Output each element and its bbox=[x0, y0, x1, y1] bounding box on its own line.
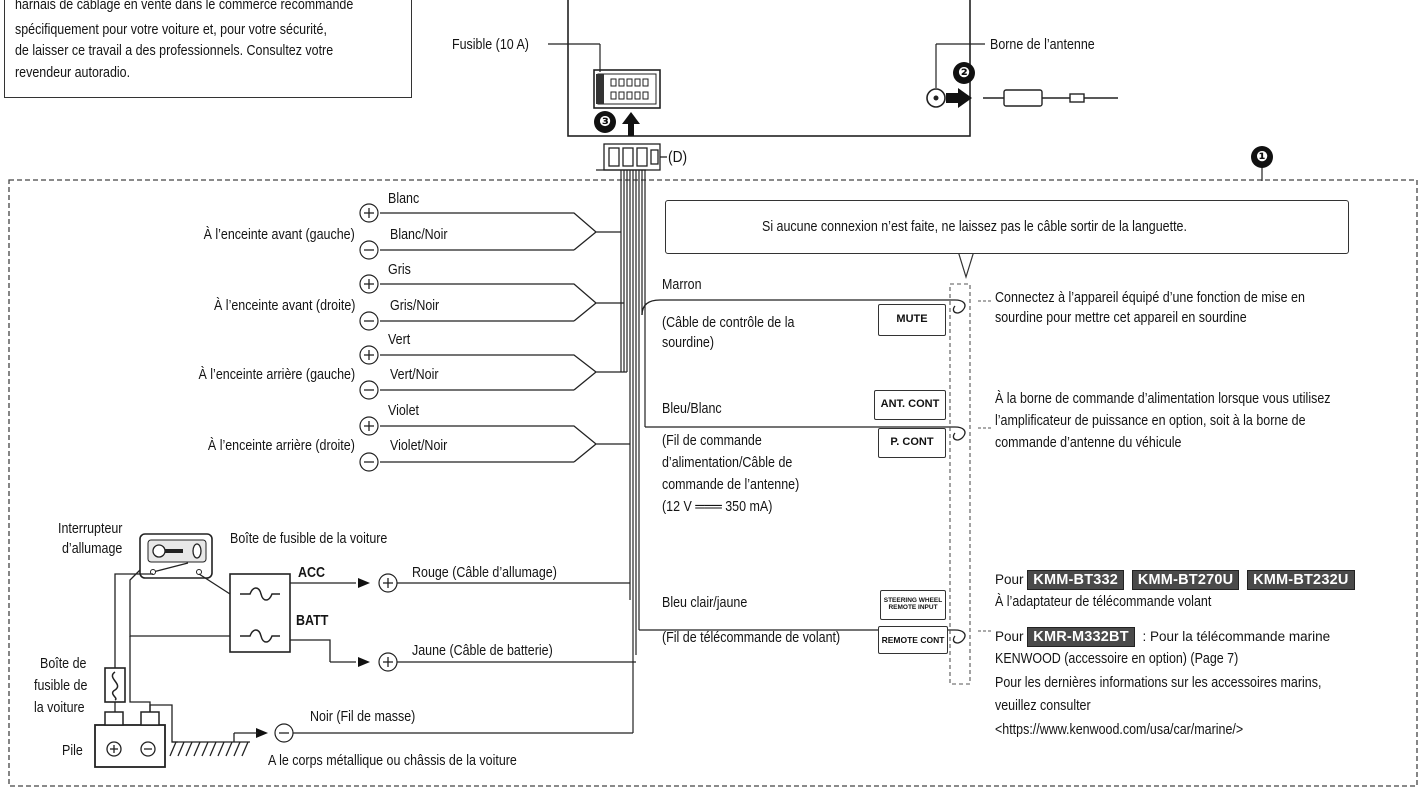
ground-wire-label: Noir (Fil de masse) bbox=[310, 709, 416, 725]
wire-color-label: Gris/Noir bbox=[390, 298, 440, 314]
wire-desc-line: d’alimentation/Câble de bbox=[662, 455, 793, 471]
wire-color-label: Violet bbox=[388, 403, 419, 419]
wire-desc-line: commande de l’antenne) bbox=[662, 477, 800, 493]
inline-fuse bbox=[104, 667, 126, 703]
model-line: Pour KMR-M332BT : Pour la télécommande m… bbox=[995, 627, 1331, 648]
model-badge: KMM-BT232U bbox=[1247, 570, 1355, 591]
step-1-marker: ❶ bbox=[1251, 146, 1273, 168]
power-wires bbox=[290, 582, 636, 734]
wire-note-line: l’amplificateur de puissance en option, … bbox=[995, 413, 1306, 429]
speaker-target-label: À l’enceinte arrière (gauche) bbox=[198, 367, 355, 383]
fuse-slot bbox=[596, 74, 604, 104]
wire-color-label: Bleu/Blanc bbox=[662, 401, 722, 417]
wire-desc-line: (Fil de télécommande de volant) bbox=[662, 630, 841, 646]
unit-connector-socket bbox=[593, 69, 661, 109]
antenna-terminal-label: Borne de l’antenne bbox=[990, 37, 1095, 53]
head-unit bbox=[567, 0, 971, 137]
fuse-box-left-label: la voiture bbox=[34, 700, 85, 716]
ground-target-label: A le corps métallique ou châssis de la v… bbox=[268, 753, 517, 769]
acc-label: ACC bbox=[298, 565, 326, 581]
wire-note-line: À la borne de commande d’alimentation lo… bbox=[995, 391, 1331, 407]
speaker-target-label: À l’enceinte arrière (droite) bbox=[208, 438, 355, 454]
wire-color-label: Blanc bbox=[388, 191, 420, 207]
antenna-plug bbox=[983, 89, 1118, 107]
remote-cont-tag: REMOTE CONT bbox=[878, 626, 948, 654]
marine-url-link[interactable]: <https://www.kenwood.com/usa/car/marine/… bbox=[995, 722, 1244, 738]
note-line: harnais de câblage en vente dans le comm… bbox=[15, 0, 354, 13]
note-line: revendeur autoradio. bbox=[15, 65, 131, 81]
red-wire-label: Rouge (Câble d’allumage) bbox=[412, 565, 557, 581]
fuse-box-left-label: fusible de bbox=[34, 678, 88, 694]
yellow-wire-label: Jaune (Câble de batterie) bbox=[412, 643, 553, 659]
wire-desc-line: (Câble de contrôle de la bbox=[662, 315, 795, 331]
wire-desc-line: (Fil de commande bbox=[662, 433, 762, 449]
wire-note-line: À l’adaptateur de télécommande volant bbox=[995, 594, 1212, 610]
wire-color-label: Gris bbox=[388, 262, 411, 278]
wire-desc-line: (12 V ═══ 350 mA) bbox=[662, 499, 773, 515]
plus-minus-symbols bbox=[274, 203, 398, 743]
fuse-label: Fusible (10 A) bbox=[452, 37, 529, 53]
model-badge: KMM-BT332 bbox=[1027, 570, 1125, 591]
step-3-marker: ❸ bbox=[594, 111, 616, 133]
harness-connector bbox=[596, 143, 667, 171]
note-line: de laisser ce travail a des professionne… bbox=[15, 43, 334, 59]
wire-note-line: Pour les dernières informations sur les … bbox=[995, 675, 1322, 691]
wire-color-label: Violet/Noir bbox=[390, 438, 448, 454]
callout-box: Si aucune connexion n’est faite, ne lais… bbox=[665, 200, 1349, 254]
speaker-target-label: À l’enceinte avant (droite) bbox=[213, 298, 355, 314]
note-line: spécifiquement pour votre voiture et, po… bbox=[15, 22, 327, 38]
connector-d-label: (D) bbox=[668, 149, 688, 166]
wire-tab-dashed-box bbox=[949, 283, 971, 685]
wire-color-label: Vert/Noir bbox=[390, 367, 439, 383]
model-line: Pour KMM-BT332 KMM-BT270U KMM-BT232U bbox=[995, 570, 1359, 591]
dashed-frame bbox=[8, 179, 1418, 787]
installation-note: harnais de câblage en vente dans le comm… bbox=[4, 0, 412, 98]
tag-line: REMOTE INPUT bbox=[888, 604, 938, 611]
wire-note-line: veuillez consulter bbox=[995, 698, 1091, 714]
tag-line: STEERING WHEEL bbox=[883, 597, 943, 605]
wire-note-text: : Pour la télécommande marine bbox=[1138, 629, 1331, 644]
wire-note-line: KENWOOD (accessoire en option) (Page 7) bbox=[995, 651, 1239, 667]
pour-label: Pour bbox=[995, 572, 1024, 587]
car-fuse-box bbox=[229, 573, 291, 653]
wire-color-label: Bleu clair/jaune bbox=[662, 595, 748, 611]
model-badge: KMM-BT270U bbox=[1131, 570, 1240, 591]
speaker-target-label: À l’enceinte avant (gauche) bbox=[203, 227, 355, 243]
step-2-marker: ❷ bbox=[953, 62, 975, 84]
ignition-switch-label: Interrupteur bbox=[58, 521, 123, 537]
speaker-wires bbox=[380, 212, 630, 463]
pour-label: Pour bbox=[995, 629, 1024, 644]
model-badge: KMR-M332BT bbox=[1027, 627, 1135, 648]
ant-cont-tag: ANT. CONT bbox=[874, 390, 946, 420]
ignition-switch-label: d’allumage bbox=[62, 541, 123, 557]
fuse-box-label: Boîte de fusible de la voiture bbox=[230, 531, 388, 547]
ground-symbol bbox=[169, 741, 250, 757]
wire-desc-line: sourdine) bbox=[662, 335, 714, 351]
steering-remote-input-tag: STEERING WHEEL REMOTE INPUT bbox=[880, 590, 946, 620]
batt-label: BATT bbox=[296, 613, 329, 629]
mute-tag: MUTE bbox=[878, 304, 946, 336]
wire-note-line: commande d’antenne du véhicule bbox=[995, 435, 1182, 451]
p-cont-tag: P. CONT bbox=[878, 428, 946, 458]
wire-color-label: Marron bbox=[662, 277, 702, 293]
fuse-box-left-label: Boîte de bbox=[40, 656, 87, 672]
wire-note-line: sourdine pour mettre cet appareil en sou… bbox=[995, 310, 1247, 326]
wire-note-line: Connectez à l’appareil équipé d’une fonc… bbox=[995, 290, 1305, 306]
wire-color-label: Blanc/Noir bbox=[390, 227, 448, 243]
callout-text: Si aucune connexion n’est faite, ne lais… bbox=[762, 219, 1187, 235]
battery-label: Pile bbox=[62, 743, 83, 759]
wire-color-label: Vert bbox=[388, 332, 411, 348]
